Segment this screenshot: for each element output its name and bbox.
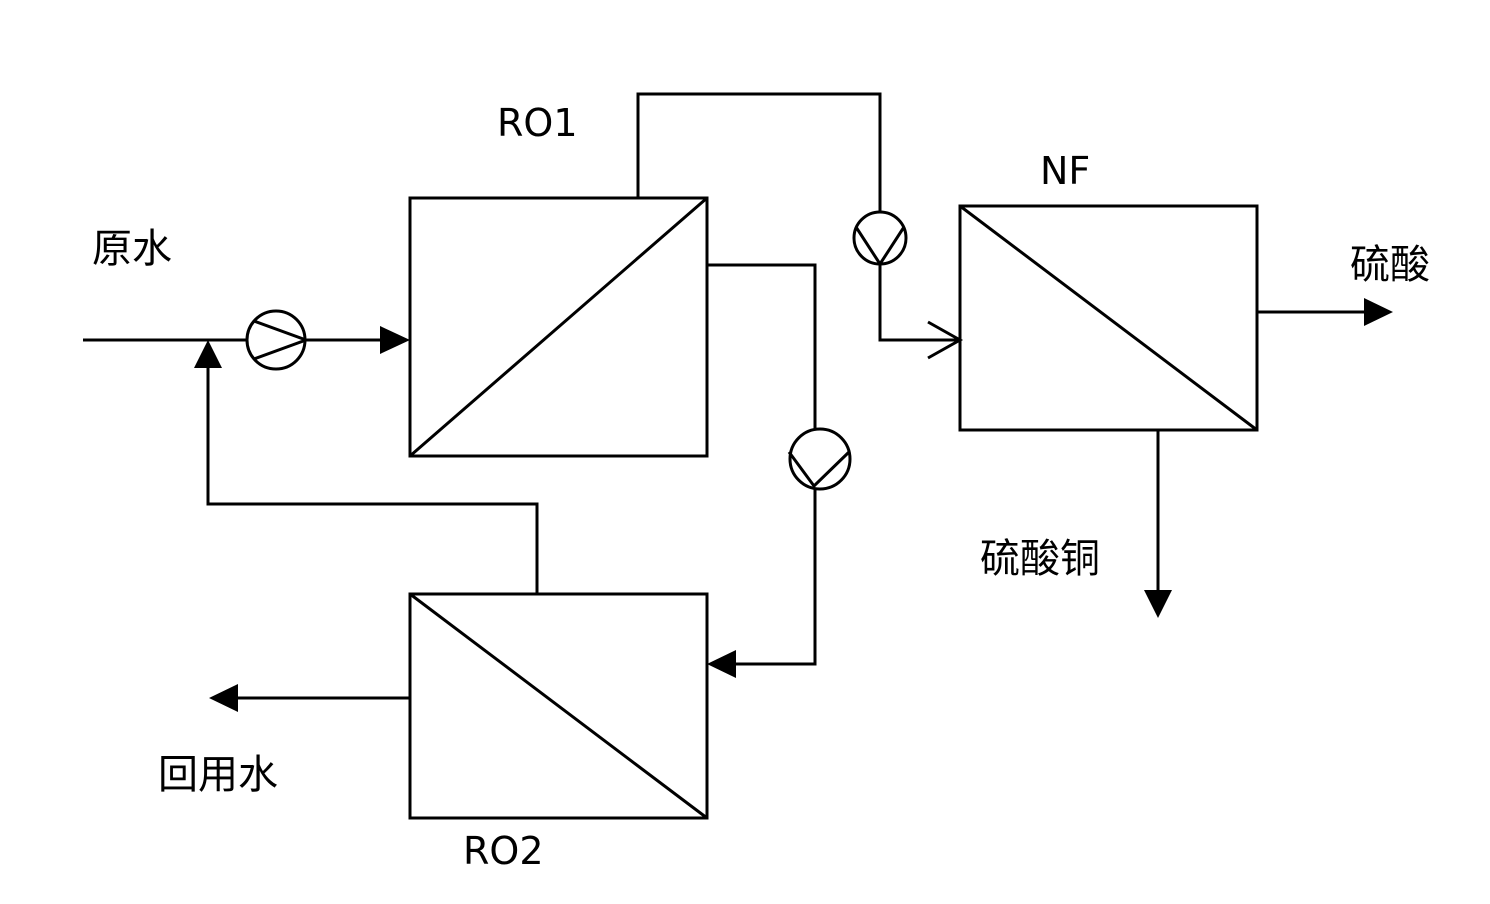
ro2-label: RO2 [463,829,544,873]
ro1-to-ro2-line [707,263,817,678]
sulfuric-acid-outlet [1257,298,1393,326]
ro1-unit [408,196,709,458]
ro2-pump-icon [787,427,852,491]
copper-sulfate-label: 硫酸铜 [980,536,1100,582]
raw-water-label: 原水 [92,226,172,272]
reuse-water-arrow [209,684,238,712]
copper-sulfate-arrow [1144,590,1172,618]
nf-unit [958,204,1259,432]
arrow-into-ro1 [380,326,410,354]
nf-membrane [959,204,1258,432]
reuse-water-label: 回用水 [158,752,278,798]
sulfuric-acid-label: 硫酸 [1350,242,1430,288]
ro1-label: RO1 [497,101,578,145]
copper-sulfate-outlet [1144,430,1172,618]
reuse-water-outlet [209,684,410,712]
arrow-into-nf [927,320,964,360]
feed-pump-icon [245,309,311,371]
nf-label: NF [1040,149,1090,193]
sulfuric-acid-arrow [1364,298,1393,326]
ro1-to-nf-line [636,92,964,360]
nf-pump-icon [852,210,908,267]
arrow-into-ro2 [707,650,736,678]
feed-line [83,326,410,354]
ro2-unit [408,592,709,820]
ro1-membrane [409,196,708,458]
recycle-arrow [194,340,222,368]
ro2-membrane [409,592,708,820]
recycle-line [194,340,539,594]
